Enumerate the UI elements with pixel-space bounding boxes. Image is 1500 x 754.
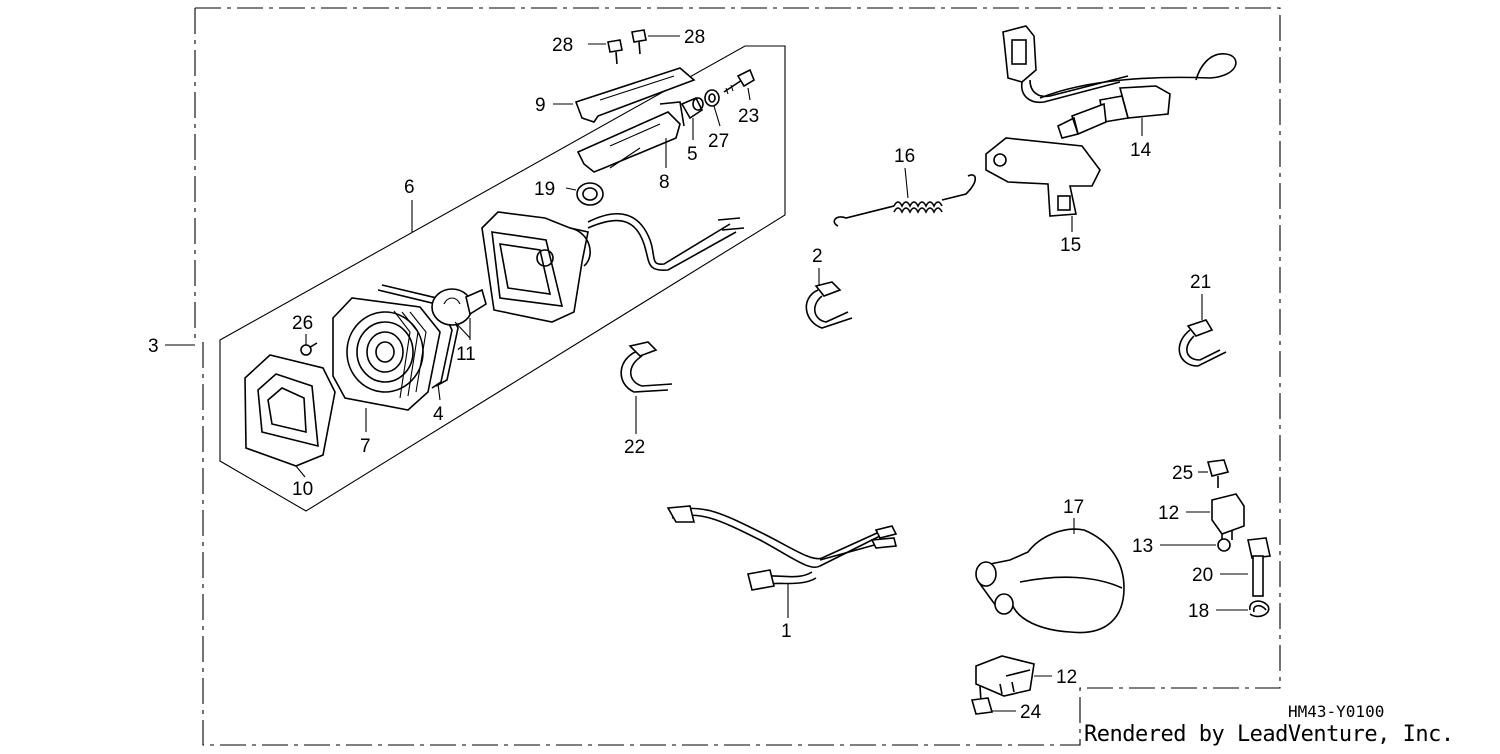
label-17: 17 — [1063, 497, 1084, 518]
part-7-lens — [332, 297, 441, 411]
part-20-pin — [1247, 537, 1271, 597]
taillight-assembly-frame — [219, 45, 786, 512]
label-18: 18 — [1188, 601, 1209, 622]
label-10: 10 — [292, 479, 313, 500]
part-13-spacer — [1217, 538, 1231, 552]
part-19-grommet — [576, 182, 604, 206]
label-16: 16 — [894, 146, 915, 167]
label-20: 20 — [1192, 565, 1213, 586]
part-12-relay-upper — [1211, 493, 1245, 544]
label-22: 22 — [624, 437, 645, 458]
label-25: 25 — [1172, 463, 1193, 484]
part-2-clip — [805, 281, 853, 329]
label-24: 24 — [1020, 702, 1042, 723]
label-3: 3 — [148, 336, 159, 357]
label-26: 26 — [292, 313, 313, 334]
part-14-switch — [1002, 25, 1237, 139]
label-28-left: 28 — [552, 35, 573, 56]
part-24-bolt — [970, 685, 994, 715]
part-16-spring — [833, 174, 977, 227]
part-1-wire-harness — [666, 505, 898, 591]
part-23-bolt — [723, 68, 755, 95]
label-14: 14 — [1130, 140, 1152, 161]
label-11: 11 — [456, 344, 476, 365]
part-8-bracket — [576, 101, 685, 173]
part-10-lens-rim — [244, 354, 336, 467]
label-8: 8 — [659, 172, 670, 193]
diagram-code: HM43-Y0100 — [1288, 702, 1385, 721]
part-28-bolt-left — [607, 39, 623, 65]
part-26-screw — [300, 342, 318, 356]
label-12-lower: 12 — [1056, 667, 1077, 688]
render-credit: Rendered by LeadVenture, Inc. — [1084, 722, 1454, 747]
label-6: 6 — [404, 177, 415, 198]
callout-labels: 1 2 3 4 5 6 7 8 9 10 11 12 12 13 14 15 1… — [148, 27, 1213, 723]
part-18-clip — [1249, 600, 1270, 618]
label-13: 13 — [1132, 536, 1153, 557]
label-9: 9 — [535, 95, 546, 116]
label-4: 4 — [433, 404, 444, 425]
part-17-cover — [975, 528, 1125, 634]
part-15-bracket — [985, 137, 1101, 217]
label-19: 19 — [534, 179, 555, 200]
part-22-clip — [620, 341, 673, 393]
part-27-washer — [704, 89, 720, 107]
label-2: 2 — [812, 246, 823, 267]
label-5: 5 — [687, 144, 698, 165]
label-7: 7 — [360, 436, 371, 457]
part-21-clip — [1178, 319, 1227, 367]
part-28-bolt-right — [631, 29, 647, 55]
label-28-right: 28 — [684, 27, 705, 48]
part-11-bulb — [431, 288, 487, 339]
label-12-upper: 12 — [1158, 503, 1179, 524]
label-1: 1 — [781, 621, 792, 642]
part-6-housing — [481, 211, 745, 323]
label-27: 27 — [708, 131, 729, 152]
label-23: 23 — [738, 106, 759, 127]
part-9-bracket — [574, 67, 696, 123]
part-12-relay-lower — [975, 655, 1035, 697]
label-21: 21 — [1190, 272, 1211, 293]
outer-frame — [194, 7, 1281, 746]
part-25-bolt — [1206, 459, 1230, 488]
part-5-collar — [680, 96, 704, 120]
label-15: 15 — [1060, 235, 1081, 256]
